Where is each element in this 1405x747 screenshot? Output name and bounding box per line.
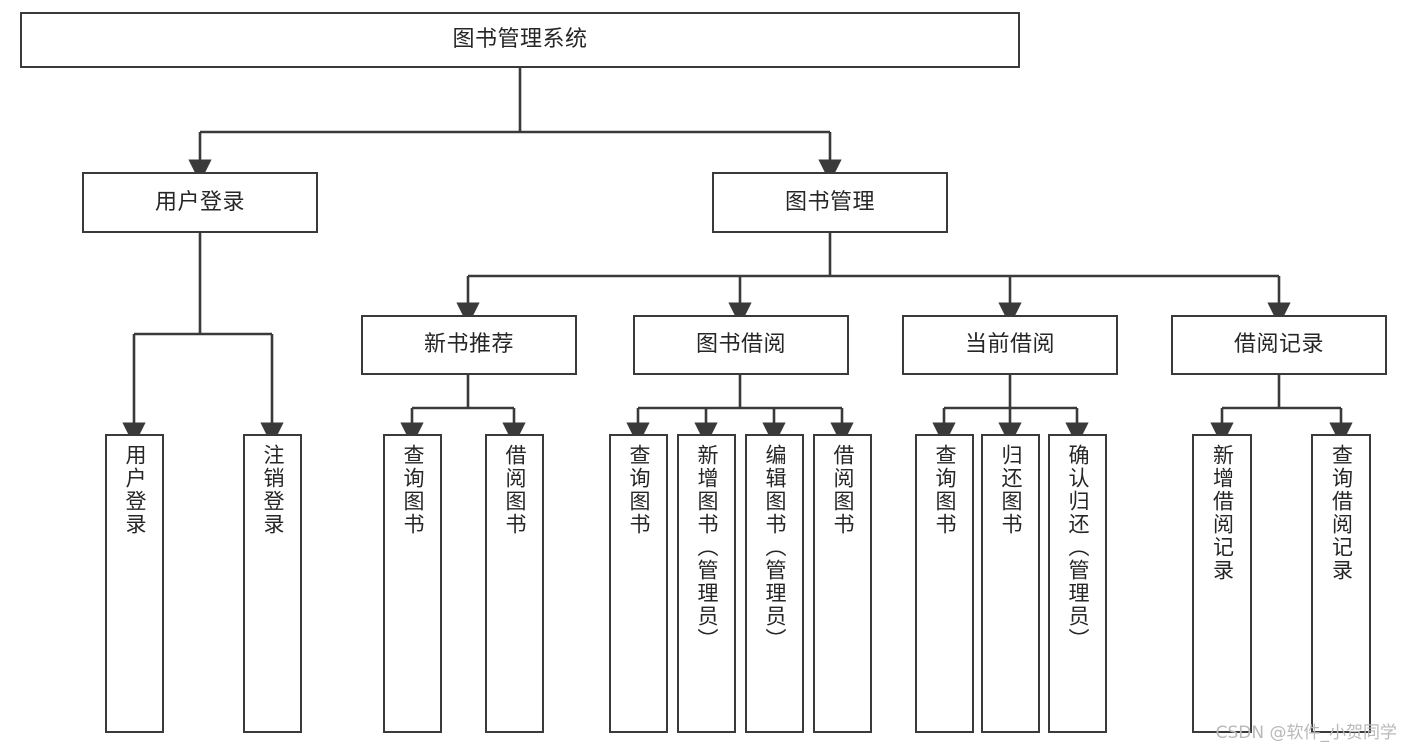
leaf-add-book[interactable]: 新增图书（管理员）: [677, 434, 736, 733]
leaf-borrow-book-2[interactable]: 借阅图书: [813, 434, 872, 733]
leaf-edit-book[interactable]: 编辑图书（管理员）: [745, 434, 804, 733]
leaf-user-login-label: 用户登录: [123, 444, 147, 536]
leaf-return-book-label: 归还图书: [999, 444, 1023, 536]
leaf-query-borrow-record-label: 查询借阅记录: [1329, 444, 1354, 582]
node-book-borrow-label: 图书借阅: [695, 332, 786, 358]
leaf-confirm-return-label: 确认归还（管理员）: [1066, 444, 1090, 651]
leaf-borrow-book-2-label: 借阅图书: [831, 444, 855, 536]
node-user-login-label: 用户登录: [154, 189, 245, 215]
leaf-query-book-2[interactable]: 查询图书: [609, 434, 668, 733]
leaf-edit-book-label: 编辑图书（管理员）: [763, 444, 787, 651]
leaf-confirm-return[interactable]: 确认归还（管理员）: [1048, 434, 1107, 733]
leaf-query-book-2-label: 查询图书: [627, 444, 651, 536]
node-root[interactable]: 图书管理系统: [20, 12, 1020, 68]
leaf-query-book-1-label: 查询图书: [401, 444, 425, 536]
leaf-logout-login[interactable]: 注销登录: [243, 434, 302, 733]
leaf-query-borrow-record[interactable]: 查询借阅记录: [1311, 434, 1371, 733]
leaf-add-borrow-record[interactable]: 新增借阅记录: [1192, 434, 1252, 733]
leaf-query-book-1[interactable]: 查询图书: [383, 434, 442, 733]
node-book-manage[interactable]: 图书管理: [712, 172, 948, 233]
node-current-borrow[interactable]: 当前借阅: [902, 315, 1118, 375]
node-new-book-recommend[interactable]: 新书推荐: [361, 315, 577, 375]
leaf-query-book-3[interactable]: 查询图书: [915, 434, 974, 733]
node-current-borrow-label: 当前借阅: [964, 332, 1055, 358]
node-root-label: 图书管理系统: [452, 27, 588, 53]
leaf-query-book-3-label: 查询图书: [933, 444, 957, 536]
leaf-borrow-book-1-label: 借阅图书: [503, 444, 527, 536]
leaf-add-book-label: 新增图书（管理员）: [695, 444, 719, 651]
node-borrow-record[interactable]: 借阅记录: [1171, 315, 1387, 375]
leaf-borrow-book-1[interactable]: 借阅图书: [485, 434, 544, 733]
node-book-borrow[interactable]: 图书借阅: [633, 315, 849, 375]
leaf-add-borrow-record-label: 新增借阅记录: [1210, 444, 1235, 582]
leaf-user-login[interactable]: 用户登录: [105, 434, 164, 733]
node-new-book-recommend-label: 新书推荐: [423, 332, 514, 358]
leaf-logout-login-label: 注销登录: [261, 444, 285, 536]
node-borrow-record-label: 借阅记录: [1233, 332, 1324, 358]
node-user-login[interactable]: 用户登录: [82, 172, 318, 233]
leaf-return-book[interactable]: 归还图书: [981, 434, 1040, 733]
node-book-manage-label: 图书管理: [784, 189, 875, 215]
